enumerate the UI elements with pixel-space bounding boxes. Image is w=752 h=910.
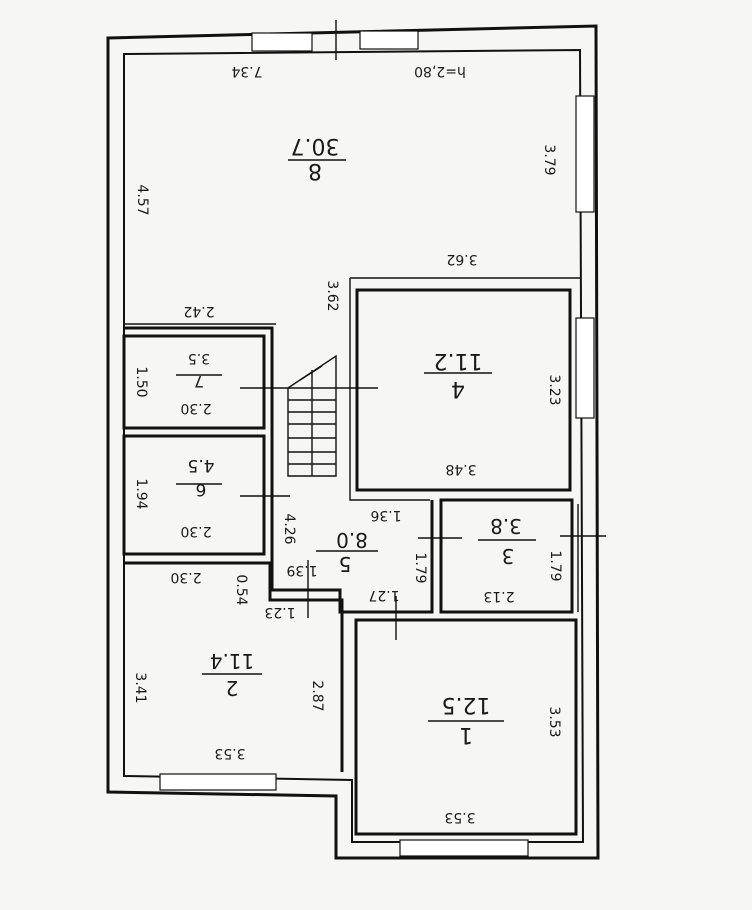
stairs (287, 354, 337, 477)
room-8-dim-5: 2.42 (183, 303, 214, 319)
room-2-area: 11.4 (210, 649, 255, 673)
room-1-dim-1: 3.53 (546, 706, 562, 737)
room-3-dim-1: 1.79 (547, 550, 563, 581)
room-8-dim-2: 4.57 (134, 184, 150, 215)
room-4-area: 11.2 (434, 348, 483, 373)
room-3-number: 3 (502, 544, 515, 568)
room-5-dim-3: 1.79 (412, 552, 428, 583)
room-1-number: 1 (459, 722, 473, 747)
room-7-dim-2: 2.30 (180, 400, 211, 416)
room-5-dim-4: 1.39 (286, 562, 317, 578)
room-4-number: 4 (451, 376, 465, 401)
room-6-dim-1: 1.94 (133, 478, 149, 509)
room-5-number: 5 (339, 552, 352, 576)
room-7-area: 3.5 (188, 350, 210, 366)
room-5-dim-1: 1.36 (370, 507, 401, 523)
room-4-dim-1: 3.23 (546, 374, 562, 405)
room-7-dim-1: 1.50 (133, 366, 149, 397)
room-2-dim-4: 3.53 (214, 745, 245, 761)
room-5-dim-6: 0.54 (233, 574, 249, 605)
room-8-dim-4: 3.62 (446, 251, 477, 267)
room-1-area: 12.5 (442, 692, 491, 717)
room-2-dim-1: 2.30 (170, 569, 201, 585)
room-2-dim-2: 3.41 (132, 672, 148, 703)
outer-walls (106, 24, 600, 860)
room-2-dim-3: 2.87 (309, 680, 325, 711)
axis-marks (240, 20, 606, 640)
room-8-dim-6: 3.62 (324, 280, 340, 311)
room-3-dim-2: 2.13 (483, 588, 514, 604)
room-6-area: 4.5 (187, 455, 214, 475)
room-2-number: 2 (226, 676, 239, 700)
interior-walls (122, 277, 580, 836)
room-6-number: 6 (196, 479, 207, 499)
room-5-dim-7: 1.23 (264, 604, 295, 620)
room-7-number: 7 (194, 372, 204, 391)
room-8-number: 8 (308, 158, 322, 183)
fraction-bars (176, 159, 536, 722)
labels: h=2,80 7.34 30.7 8 4.57 3.79 3.62 2.42 3… (132, 63, 563, 825)
room-8-dim-3: 3.79 (541, 144, 557, 175)
height-note: h=2,80 (414, 63, 466, 79)
room-5-area: 8.0 (336, 528, 368, 552)
room-5-dim-5: 1.27 (368, 587, 399, 603)
room-3-area: 3.8 (490, 514, 522, 538)
room-1-dim-2: 3.53 (444, 809, 475, 825)
room-8-area: 30.7 (291, 133, 340, 158)
room-8-dim-1: 7.34 (231, 63, 262, 79)
windows (159, 30, 595, 857)
room-5-dim-2: 4.26 (281, 513, 297, 544)
room-6-dim-2: 2.30 (180, 523, 211, 539)
room-4-dim-2: 3.48 (445, 461, 476, 477)
